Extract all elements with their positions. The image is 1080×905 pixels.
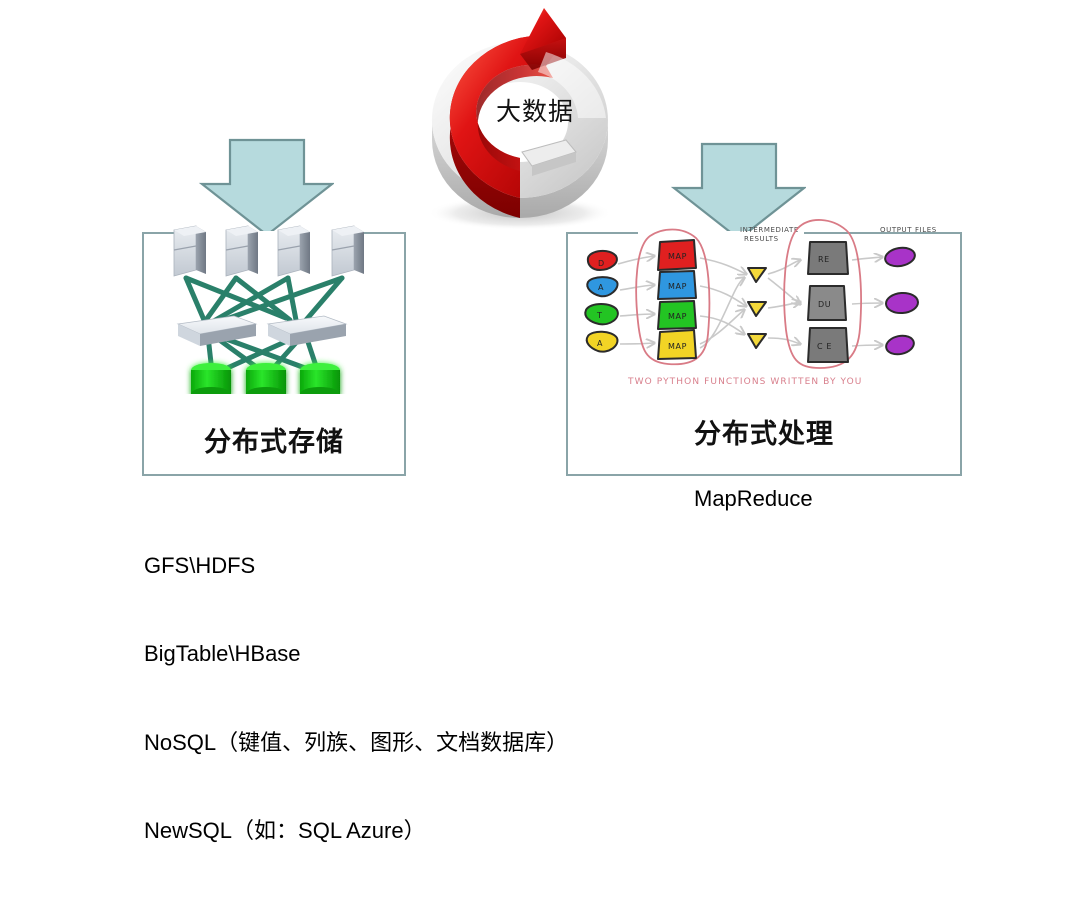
input-blob-d: D <box>586 250 618 271</box>
note-line-2: BigTable\HBase <box>144 641 301 667</box>
big-data-ring-svg <box>428 8 612 230</box>
svg-text:MAP: MAP <box>668 312 687 321</box>
panel-top-gap <box>192 231 358 236</box>
label-output-files: OUTPUT FILES <box>880 226 937 234</box>
storage-topology-graphic <box>173 225 364 394</box>
input-blob-t: T <box>584 303 619 326</box>
intermediate-triangle-3 <box>747 333 767 349</box>
label-two-python-functions: TWO PYTHON FUNCTIONS WRITTEN BY YOU <box>627 377 862 387</box>
diagram-canvas: 大数据 <box>142 0 962 843</box>
server-rack-group <box>173 225 364 277</box>
panel-top-gap <box>638 231 804 236</box>
lasso-reduce <box>783 219 862 369</box>
svg-text:RE: RE <box>818 255 830 264</box>
note-line-3: NoSQL（键值、列族、图形、文档数据库） <box>144 729 569 755</box>
panel-title-processing: 分布式处理 <box>694 419 834 450</box>
input-blob-a2: A <box>585 330 619 353</box>
svg-text:MAP: MAP <box>668 282 687 291</box>
output-blob-1 <box>884 246 916 268</box>
arrow-to-processing-svg <box>670 142 808 241</box>
intermediate-triangle-1 <box>747 267 767 283</box>
panel-title-storage: 分布式存储 <box>204 427 344 458</box>
reduce-box-ce: C E <box>807 327 849 363</box>
svg-text:D: D <box>598 259 605 268</box>
caption-mapreduce: MapReduce <box>694 486 813 511</box>
reduce-box-du: DU <box>807 285 847 321</box>
svg-text:A: A <box>597 339 603 348</box>
lasso-map <box>635 228 711 366</box>
storage-tech-notes: GFS\HDFS BigTable\HBase NoSQL（键值、列族、图形、文… <box>144 492 764 905</box>
output-blob-2 <box>885 291 919 315</box>
reduce-box-re: RE <box>807 241 849 275</box>
svg-text:C E: C E <box>817 342 832 351</box>
svg-text:A: A <box>598 283 604 292</box>
big-data-ring: 大数据 <box>370 0 670 235</box>
input-blob-a1: A <box>586 276 619 298</box>
svg-text:T: T <box>596 311 603 320</box>
map-box-2: MAP <box>657 270 697 300</box>
switch-group <box>176 315 348 346</box>
panel-distributed-processing: .sk{stroke:#2b2b2b;stroke-width:2;stroke… <box>566 219 962 476</box>
arrow-to-storage <box>168 138 336 243</box>
arrow-to-processing <box>640 142 808 247</box>
mapreduce-sketch-graphic: .sk{stroke:#2b2b2b;stroke-width:2;stroke… <box>584 219 937 387</box>
map-box-1: MAP <box>657 239 697 271</box>
svg-text:MAP: MAP <box>668 252 687 261</box>
arrow-to-storage-svg <box>198 138 336 237</box>
map-box-3: MAP <box>657 300 697 330</box>
svg-text:RESULTS: RESULTS <box>744 235 779 243</box>
database-group <box>191 363 340 394</box>
note-line-4: NewSQL（如：SQL Azure） <box>144 818 426 844</box>
svg-text:DU: DU <box>818 300 831 309</box>
svg-text:MAP: MAP <box>668 342 687 351</box>
output-blob-3 <box>885 334 915 356</box>
intermediate-triangle-2 <box>747 301 767 317</box>
map-box-4: MAP <box>657 329 697 360</box>
panel-distributed-storage: 分布式存储 <box>142 225 406 476</box>
note-line-1: GFS\HDFS <box>144 552 256 578</box>
label-intermediate-results: INTERMEDIATE <box>740 226 799 234</box>
